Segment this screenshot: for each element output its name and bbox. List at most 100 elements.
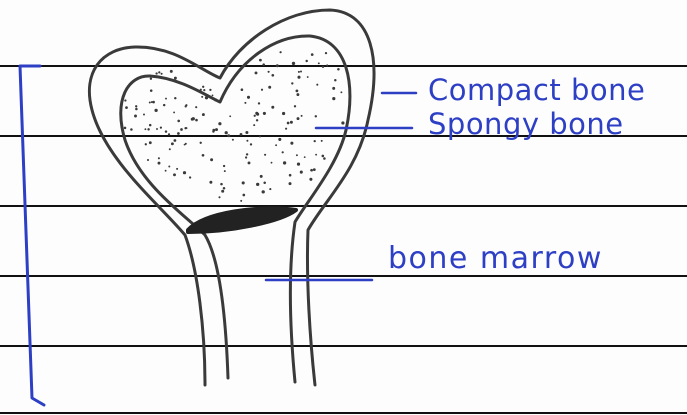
spongy-dot (203, 89, 205, 91)
spongy-dot (246, 153, 248, 155)
spongy-dot (280, 51, 282, 53)
spongy-dot (285, 128, 287, 130)
spongy-dot (242, 194, 245, 197)
spongy-dot (147, 128, 149, 130)
spongy-dot (171, 142, 174, 145)
spongy-dot (287, 122, 290, 125)
spongy-dot (201, 96, 203, 98)
spongy-dot (289, 182, 292, 185)
spongy-dot (314, 140, 316, 142)
spongy-dot (253, 124, 255, 126)
spongy-dot (161, 73, 163, 75)
spongy-dot (297, 163, 300, 166)
spongy-dot (315, 115, 317, 117)
spongy-dot (125, 106, 128, 109)
spongy-dot (209, 181, 212, 184)
spongy-dot (271, 106, 274, 109)
spongy-dot (283, 161, 286, 164)
spongy-dot (145, 143, 147, 145)
spongy-dot (215, 128, 218, 131)
spongy-dot (245, 156, 247, 158)
spongy-dot (326, 64, 328, 66)
spongy-dot (276, 64, 279, 67)
spongy-dot (300, 71, 302, 73)
spongy-dot (174, 97, 176, 99)
spongy-dot (170, 70, 173, 73)
spongy-dot (282, 151, 284, 153)
spongy-dot (218, 122, 221, 125)
spongy-dot (263, 181, 266, 184)
spongy-dot (200, 142, 202, 144)
spongy-dot (205, 96, 208, 99)
spongy-dot (149, 102, 151, 104)
spongy-dot (130, 128, 133, 131)
spongy-dot (241, 88, 244, 91)
spongy-dot (316, 84, 318, 86)
spongy-dot (185, 105, 187, 107)
spongy-dot (275, 144, 277, 146)
spongy-dot (296, 93, 299, 96)
spongy-dot (290, 121, 293, 124)
compact-bone-label: Compact bone (428, 76, 645, 105)
bone-inner-outline (121, 36, 350, 382)
spongy-dot (301, 115, 303, 117)
spongy-dot (337, 68, 340, 71)
spongy-dot (124, 127, 127, 130)
spongy-dot (192, 117, 195, 120)
spongy-dot (163, 104, 165, 106)
spongy-dot (340, 91, 342, 93)
spongy-dot (158, 71, 160, 73)
spongy-dot (291, 82, 293, 84)
spongy-dot (313, 168, 316, 171)
spongy-dot (227, 134, 230, 137)
spongy-dot (184, 127, 186, 129)
spongy-dot (173, 173, 176, 176)
spongy-dot (149, 141, 152, 144)
spongy-dot (256, 119, 258, 121)
spongy-dot (322, 66, 324, 68)
spongy-dot (289, 174, 292, 177)
spongy-dot (271, 74, 274, 77)
spongy-dot (212, 95, 214, 97)
spongy-dot (332, 87, 335, 90)
spongy-dot (290, 142, 293, 145)
spongy-dot (250, 143, 252, 145)
spongy-dot (135, 108, 138, 111)
spongy-dot (224, 170, 226, 172)
spongy-dot (200, 89, 202, 91)
spongy-dot (245, 131, 248, 134)
spongy-dot (176, 168, 178, 170)
spongy-dot (221, 190, 224, 193)
spongy-dot (278, 138, 281, 141)
spongy-dot (297, 117, 300, 120)
spongy-dot (154, 109, 157, 112)
spongy-dot (156, 128, 158, 130)
spongy-dot (223, 165, 225, 167)
spongy-dot (144, 128, 146, 130)
spongy-dot (158, 157, 160, 159)
spongy-dot (134, 115, 137, 118)
spongy-dot (247, 96, 250, 99)
left-bracket (20, 66, 44, 405)
spongy-dot (202, 154, 205, 157)
spongy-dot (263, 112, 266, 115)
spongy-dot (165, 170, 167, 172)
spongy-dot (323, 157, 326, 160)
spongy-dot (168, 166, 170, 168)
spongy-dot (259, 59, 262, 62)
spongy-dot (177, 132, 180, 135)
spongy-dot (309, 178, 312, 181)
spongy-dot (294, 105, 296, 107)
spongy-dot (195, 119, 198, 122)
spongy-dot (195, 106, 197, 108)
spongy-dot (292, 62, 295, 65)
spongy-dot (262, 63, 265, 66)
spongy-dot (305, 60, 307, 62)
spongy-dot (220, 183, 223, 186)
spongy-dot (147, 159, 149, 161)
spongy-dot (225, 131, 228, 134)
spongy-dot (160, 127, 162, 129)
spongy-dot (180, 128, 183, 131)
